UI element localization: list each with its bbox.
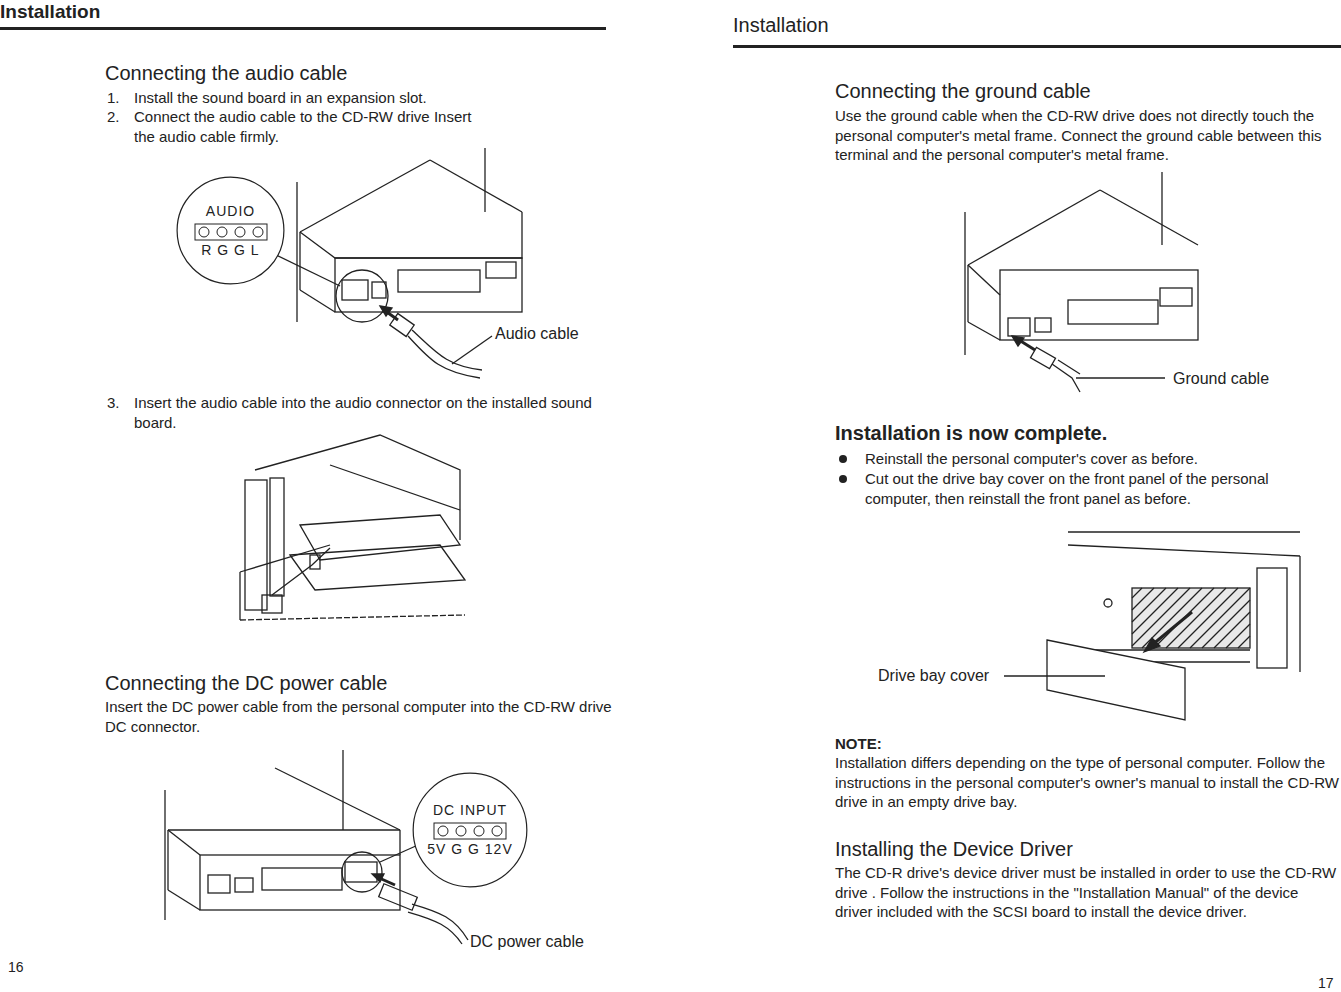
callout-circle — [412, 772, 528, 888]
step-number: 1. — [107, 88, 120, 108]
page-header: Installation — [0, 0, 100, 25]
callout-circle — [176, 176, 285, 285]
step-number: 3. — [107, 393, 120, 413]
pin-names: R G G L — [201, 242, 259, 259]
body-text: Use the ground cable when the CD-RW driv… — [835, 106, 1340, 165]
body-text: The CD-R drive's device driver must be i… — [835, 863, 1340, 922]
section-heading: Installation is now complete. — [835, 420, 1107, 446]
page-header: Installation — [733, 12, 829, 38]
pin-names: 5V G G 12V — [427, 841, 512, 858]
step-text: Install the sound board in an expansion … — [134, 88, 574, 108]
bullet-text: Reinstall the personal computer's cover … — [865, 449, 1335, 469]
connector-symbol — [432, 819, 508, 841]
part-label: Ground cable — [1173, 369, 1269, 390]
step-text: Insert the audio cable into the audio co… — [134, 393, 614, 432]
dc-input-callout: DC INPUT 5V G G 12V — [412, 772, 528, 888]
step-text: Connect the audio cable to the CD-RW dri… — [134, 107, 479, 146]
page-number: 17 — [1318, 974, 1334, 992]
part-label: DC power cable — [470, 932, 584, 953]
note-text: Installation differs depending on the ty… — [835, 753, 1340, 812]
connector-name: DC INPUT — [433, 802, 507, 819]
page-number: 16 — [8, 958, 24, 976]
body-text: Insert the DC power cable from the perso… — [105, 697, 615, 736]
connector-symbol — [193, 220, 269, 242]
connector-name: AUDIO — [206, 203, 255, 220]
step-number: 2. — [107, 107, 120, 127]
part-label: Drive bay cover — [878, 666, 989, 687]
part-label: Audio cable — [495, 324, 579, 345]
section-heading: Connecting the audio cable — [105, 60, 347, 86]
note-heading: NOTE: — [835, 734, 882, 754]
bullet-text: Cut out the drive bay cover on the front… — [865, 469, 1337, 508]
section-heading: Connecting the DC power cable — [105, 670, 387, 696]
section-heading: Connecting the ground cable — [835, 78, 1091, 104]
section-heading: Installing the Device Driver — [835, 836, 1073, 862]
audio-connector-callout: AUDIO R G G L — [176, 176, 285, 285]
